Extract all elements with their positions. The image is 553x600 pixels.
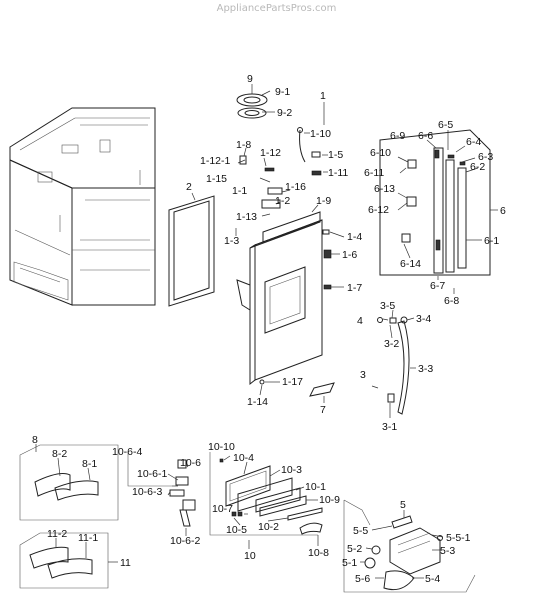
label-5: 5	[400, 499, 406, 511]
label-1-6: 1-6	[342, 249, 357, 261]
label-10-6-1: 10-6-1	[137, 468, 168, 480]
label-10-5: 10-5	[226, 524, 247, 536]
label-3: 3	[360, 369, 366, 381]
label-7: 7	[320, 404, 326, 416]
label-1-8: 1-8	[236, 139, 251, 151]
label-3-3: 3-3	[418, 363, 433, 375]
label-8-1: 8-1	[82, 458, 97, 470]
watermark: AppliancePartsPros.com	[216, 3, 337, 14]
part-8-guide	[19, 444, 119, 521]
label-5-1: 5-1	[342, 557, 357, 569]
label-6-9: 6-9	[390, 130, 405, 142]
label-6-2: 6-2	[470, 161, 485, 173]
label-5-4: 5-4	[425, 573, 440, 585]
label-8: 8	[32, 434, 38, 446]
label-10-6-2: 10-6-2	[170, 535, 201, 547]
part-3-door-handle	[371, 309, 416, 418]
label-3-1: 3-1	[382, 421, 397, 433]
label-10-10: 10-10	[208, 441, 235, 453]
label-8-2: 8-2	[52, 448, 67, 460]
label-9: 9	[247, 73, 253, 85]
label-10-1: 10-1	[305, 481, 326, 493]
label-3-2: 3-2	[384, 338, 399, 350]
label-1-10: 1-10	[310, 128, 331, 140]
label-1-4: 1-4	[347, 231, 362, 243]
label-6-3: 6-3	[478, 151, 493, 163]
label-1-11: 1-11	[328, 167, 348, 179]
label-9-2: 9-2	[277, 107, 292, 119]
label-1-3: 1-3	[224, 235, 239, 247]
label-10-3: 10-3	[281, 464, 302, 476]
label-10-2: 10-2	[258, 521, 279, 533]
label-10-9: 10-9	[319, 494, 340, 506]
label-1-15: 1-15	[206, 173, 227, 185]
label-6-6: 6-6	[418, 130, 433, 142]
label-6-12: 6-12	[368, 204, 389, 216]
label-5-3: 5-3	[440, 545, 455, 557]
refrigerator-cabinet	[9, 107, 156, 306]
label-6-11: 6-11	[364, 167, 384, 179]
part-11-guide	[19, 532, 118, 589]
label-10-7: 10-7	[212, 503, 233, 515]
part-1-door-assembly	[235, 102, 345, 403]
label-3-4: 3-4	[416, 313, 431, 325]
label-6: 6	[500, 205, 506, 217]
part-9-cap	[236, 84, 275, 119]
label-10-8: 10-8	[308, 547, 329, 559]
label-10-4: 10-4	[233, 452, 254, 464]
label-5-5: 5-5	[353, 525, 368, 537]
label-6-13: 6-13	[374, 183, 395, 195]
label-10: 10	[244, 550, 256, 562]
label-6-5: 6-5	[438, 119, 453, 131]
label-2: 2	[186, 181, 192, 193]
label-11-1: 11-1	[78, 532, 98, 544]
label-6-14: 6-14	[400, 258, 421, 270]
label-10-6-4: 10-6-4	[112, 446, 143, 458]
label-5-6: 5-6	[355, 573, 370, 585]
label-1-13: 1-13	[236, 211, 257, 223]
label-1-2: 1-2	[275, 195, 290, 207]
label-6-7: 6-7	[430, 280, 445, 292]
label-6-4: 6-4	[466, 136, 481, 148]
label-5-2: 5-2	[347, 543, 362, 555]
part-2-door-gasket	[168, 192, 215, 307]
label-11: 11	[120, 557, 131, 569]
label-3-5: 3-5	[380, 300, 395, 312]
label-11-2: 11-2	[47, 528, 67, 540]
label-6-8: 6-8	[444, 295, 459, 307]
label-6-1: 6-1	[484, 235, 499, 247]
label-1-16: 1-16	[285, 181, 306, 193]
label-10-6: 10-6	[180, 457, 201, 469]
label-1-1: 1-1	[232, 185, 247, 197]
label-1-7: 1-7	[347, 282, 362, 294]
callout-labels: 9 9-1 9-2 1 1-10 1-8 1-12-1 1-12 1-5 1-1…	[32, 73, 506, 585]
label-10-6-3: 10-6-3	[132, 486, 163, 498]
label-1: 1	[320, 90, 326, 102]
label-4: 4	[357, 315, 363, 327]
label-5-5-1: 5-5-1	[446, 532, 471, 544]
part-10-dispenser-assembly	[127, 452, 323, 549]
part-5-ice-maker-assembly	[343, 499, 476, 593]
label-9-1: 9-1	[275, 86, 290, 98]
label-6-10: 6-10	[370, 147, 391, 159]
label-1-12: 1-12	[260, 147, 281, 159]
label-1-12-1: 1-12-1	[200, 155, 231, 167]
part-6-rail-assembly	[379, 129, 498, 294]
label-1-17: 1-17	[282, 376, 303, 388]
label-1-14: 1-14	[247, 396, 268, 408]
label-1-9: 1-9	[316, 195, 331, 207]
label-1-5: 1-5	[328, 149, 343, 161]
